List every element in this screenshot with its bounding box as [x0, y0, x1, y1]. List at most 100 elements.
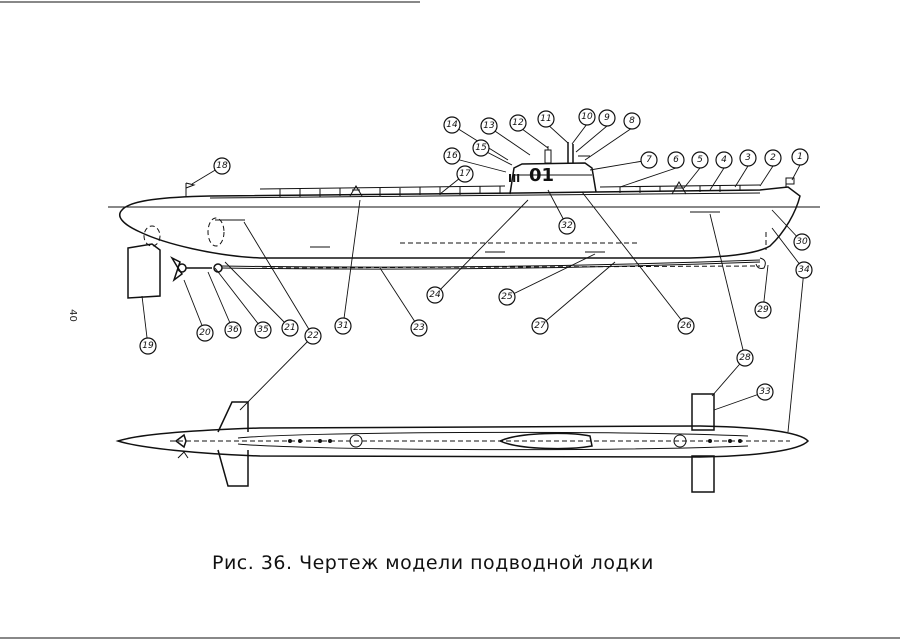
svg-text:4: 4 — [721, 155, 727, 165]
aft-plane-bottom — [217, 449, 249, 487]
svg-text:29: 29 — [757, 305, 769, 315]
callout-21: 21 — [281, 319, 299, 337]
callout-20: 20 — [196, 324, 214, 342]
callout-12: 12 — [509, 114, 527, 132]
svg-text:9: 9 — [604, 113, 610, 123]
callout-13: 13 — [480, 117, 498, 135]
svg-text:33: 33 — [759, 387, 771, 397]
callout-11: 11 — [537, 110, 555, 128]
callout-18: 18 — [213, 157, 231, 175]
callout-23: 23 — [410, 319, 428, 337]
svg-text:26: 26 — [680, 321, 692, 331]
propeller-guard-outline — [207, 217, 225, 247]
svg-text:14: 14 — [446, 120, 458, 130]
callout-19: 19 — [139, 337, 157, 355]
hull-number: 01 — [529, 165, 555, 186]
svg-text:8: 8 — [629, 116, 635, 126]
svg-text:1: 1 — [797, 152, 803, 162]
keel-line — [261, 265, 761, 269]
svg-text:7: 7 — [646, 155, 652, 165]
svg-text:17: 17 — [459, 169, 471, 179]
callout-29: 29 — [754, 301, 772, 319]
page-number: 40 — [66, 309, 78, 322]
plan-propeller — [174, 433, 187, 449]
hatch-dots — [288, 439, 742, 443]
stern-flag — [185, 182, 196, 189]
callout-24: 24 — [426, 286, 444, 304]
callout-7: 7 — [640, 151, 658, 169]
aft-capstan — [349, 185, 363, 197]
svg-text:28: 28 — [739, 353, 751, 363]
callouts: 1 2 3 4 5 6 7 8 9 10 11 12 13 14 15 16 1… — [139, 108, 813, 401]
svg-text:30: 30 — [796, 237, 808, 247]
callout-32: 32 — [558, 217, 576, 235]
svg-text:15: 15 — [475, 143, 487, 153]
callout-6: 6 — [667, 151, 685, 169]
sail-plan — [498, 432, 593, 450]
svg-text:34: 34 — [798, 265, 810, 275]
figure-caption: Рис. 36. Чертеж модели подводной лодки — [212, 552, 654, 574]
callout-2: 2 — [764, 149, 782, 167]
svg-text:27: 27 — [534, 321, 546, 331]
callout-35: 35 — [254, 321, 272, 339]
leader-lines — [141, 122, 805, 433]
conning-tower — [509, 162, 597, 195]
plan-fore-capstan — [673, 434, 687, 448]
callout-10: 10 — [578, 108, 596, 126]
plan-view — [115, 393, 810, 493]
plan-rudder-tip — [177, 451, 189, 459]
plan-aft-capstan — [349, 434, 363, 448]
fore-plane-bottom — [691, 455, 715, 493]
svg-text:23: 23 — [413, 323, 425, 333]
rudder — [127, 243, 161, 299]
callout-26: 26 — [677, 317, 695, 335]
propeller — [170, 256, 212, 283]
callout-1: 1 — [791, 148, 809, 166]
callout-22: 22 — [304, 327, 322, 345]
svg-text:2: 2 — [770, 153, 776, 163]
svg-text:12: 12 — [512, 118, 524, 128]
aft-plane-top — [217, 401, 249, 433]
svg-text:35: 35 — [257, 325, 269, 335]
svg-text:6: 6 — [673, 155, 679, 165]
callout-36: 36 — [224, 321, 242, 339]
callout-31: 31 — [334, 317, 352, 335]
deck-line — [209, 192, 761, 199]
bow-jack-flag — [785, 177, 795, 185]
svg-text:21: 21 — [284, 323, 295, 333]
radar-mast — [544, 149, 552, 164]
svg-text:36: 36 — [227, 325, 239, 335]
callout-4: 4 — [715, 151, 733, 169]
svg-text:31: 31 — [337, 321, 348, 331]
plan-hull-outline — [115, 425, 810, 458]
svg-text:20: 20 — [199, 328, 211, 338]
svg-text:11: 11 — [540, 114, 551, 124]
svg-text:25: 25 — [501, 292, 513, 302]
callout-15: 15 — [472, 139, 490, 157]
rudder-hinge — [143, 225, 161, 247]
side-view — [108, 142, 820, 299]
fore-plane-top — [691, 393, 715, 431]
callout-3: 3 — [739, 149, 757, 167]
deck-railing — [259, 184, 761, 197]
callout-17: 17 — [456, 165, 474, 183]
sail-mark: III — [508, 172, 521, 185]
callout-30: 30 — [793, 233, 811, 251]
svg-text:18: 18 — [216, 161, 228, 171]
callout-33: 33 — [756, 383, 774, 401]
svg-text:19: 19 — [142, 341, 154, 351]
svg-text:32: 32 — [561, 221, 573, 231]
callout-16: 16 — [443, 147, 461, 165]
svg-text:13: 13 — [483, 121, 495, 131]
svg-text:24: 24 — [429, 290, 441, 300]
svg-text:16: 16 — [446, 151, 458, 161]
svg-text:22: 22 — [307, 331, 319, 341]
callout-25: 25 — [498, 288, 516, 306]
callout-34: 34 — [795, 261, 813, 279]
bow-hook — [755, 257, 766, 269]
callout-9: 9 — [598, 109, 616, 127]
callout-14: 14 — [443, 116, 461, 134]
svg-text:3: 3 — [745, 153, 751, 163]
